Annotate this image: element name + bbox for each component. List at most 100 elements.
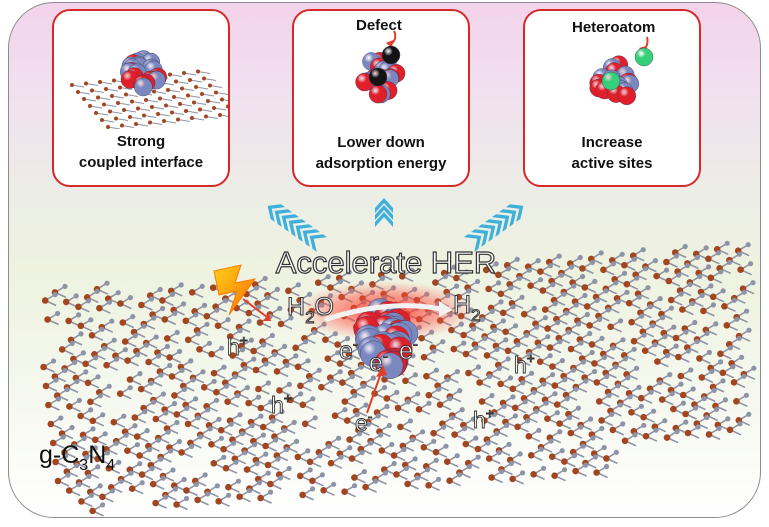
lattice-atom: [114, 356, 120, 362]
lattice-atom: [208, 350, 215, 358]
lattice-atom: [609, 411, 615, 417]
lattice-atom: [94, 455, 101, 463]
lattice-atom: [294, 438, 300, 444]
lattice-atom: [247, 488, 253, 494]
lattice-atom: [571, 367, 577, 373]
lattice-atom: [679, 391, 687, 399]
lattice-atom: [471, 326, 477, 332]
panel-3-line-2: active sites: [571, 155, 653, 172]
panel-2-line-2: adsorption energy: [315, 155, 447, 172]
lattice-atom: [699, 292, 705, 298]
g-c3n4-lattice: [40, 240, 757, 517]
lattice-atom: [252, 442, 258, 448]
lattice-atom: [508, 285, 514, 291]
lattice-atom: [123, 432, 129, 438]
lattice-atom: [156, 353, 162, 359]
chevron-arrow: [470, 229, 489, 247]
lattice-atom: [710, 302, 717, 308]
lattice-atom: [365, 421, 371, 427]
lattice-atom: [209, 284, 217, 292]
lattice-atom: [587, 330, 593, 337]
lattice-bond: [125, 94, 139, 97]
lattice-atom: [113, 440, 119, 446]
lattice-atom: [95, 464, 101, 470]
lattice-atom: [493, 261, 499, 267]
lattice-atom: [310, 396, 316, 402]
lattice-atom: [684, 429, 692, 437]
lattice-bond: [169, 74, 183, 77]
lattice-atom: [262, 275, 268, 282]
lattice-atom: [606, 392, 612, 398]
hole-label: h+: [271, 391, 292, 418]
lattice-atom: [621, 261, 628, 269]
lattice-atom: [615, 299, 621, 305]
lattice-atom: [654, 358, 661, 365]
lattice-atom: [622, 270, 628, 276]
lattice-atom: [625, 375, 631, 381]
lattice-atom: [257, 494, 264, 502]
lattice-atom: [494, 430, 500, 437]
lattice-bond: [193, 102, 207, 105]
lattice-atom: [110, 94, 114, 98]
lattice-atom: [84, 379, 92, 387]
lattice-atom: [194, 496, 201, 504]
lattice-atom: [65, 317, 72, 325]
lattice-atom: [220, 445, 227, 453]
lattice-atom: [184, 336, 192, 344]
lattice-atom: [307, 467, 313, 473]
lattice-atom: [76, 90, 80, 94]
lattice-atom: [662, 418, 668, 424]
lattice-atom: [76, 397, 82, 403]
lattice-atom: [533, 408, 540, 414]
lattice-atom: [716, 425, 722, 431]
lattice-atom: [198, 107, 202, 112]
lattice-atom: [307, 377, 313, 383]
lattice-atom: [242, 366, 248, 372]
lattice-atom: [97, 393, 103, 399]
lattice-atom: [66, 403, 73, 410]
lattice-atom: [663, 258, 670, 266]
lattice-atom: [170, 467, 176, 473]
lattice-atom: [488, 474, 495, 481]
lattice-atom: [730, 364, 736, 370]
lattice-atom: [580, 359, 587, 365]
lattice-atom: [504, 347, 512, 355]
lattice-atom: [559, 448, 565, 454]
lattice-atom: [557, 339, 563, 345]
charge-carriers: e-e-e-e-h+h+h+h+: [227, 333, 536, 437]
lattice-atom: [245, 309, 253, 317]
lattice-atom: [727, 259, 733, 265]
lattice-atom: [222, 464, 230, 472]
lattice-atom: [176, 117, 180, 122]
lattice-atom: [98, 80, 102, 84]
lattice-atom: [610, 345, 616, 351]
lattice-atom: [718, 269, 724, 275]
lattice-atom: [153, 334, 159, 340]
lattice-atom: [359, 450, 365, 456]
lattice-atom: [520, 380, 526, 386]
lattice-atom: [412, 372, 418, 378]
lattice-atom: [181, 386, 187, 392]
chevron-arrow: [309, 234, 328, 252]
lattice-atom: [592, 454, 599, 460]
lattice-atom: [415, 475, 421, 481]
lattice-atom: [561, 291, 567, 297]
lattice-atom: [442, 274, 448, 280]
lattice-atom: [517, 451, 523, 457]
lattice-atom: [243, 466, 251, 473]
lattice-atom: [358, 364, 364, 370]
lattice-atom: [155, 437, 161, 443]
chevron-arrow: [281, 214, 300, 232]
lattice-atom: [165, 429, 171, 435]
chevron-arrow: [295, 224, 314, 242]
lattice-atom: [168, 448, 174, 454]
lattice-atom: [510, 394, 516, 400]
lattice-atom: [148, 120, 152, 125]
lattice-atom: [96, 304, 103, 312]
light-arrow: [242, 298, 268, 318]
lattice-atom: [137, 371, 143, 377]
lattice-atom: [132, 333, 138, 339]
lattice-atom: [180, 86, 184, 91]
lattice-atom: [588, 341, 596, 348]
lattice-atom: [193, 396, 199, 402]
